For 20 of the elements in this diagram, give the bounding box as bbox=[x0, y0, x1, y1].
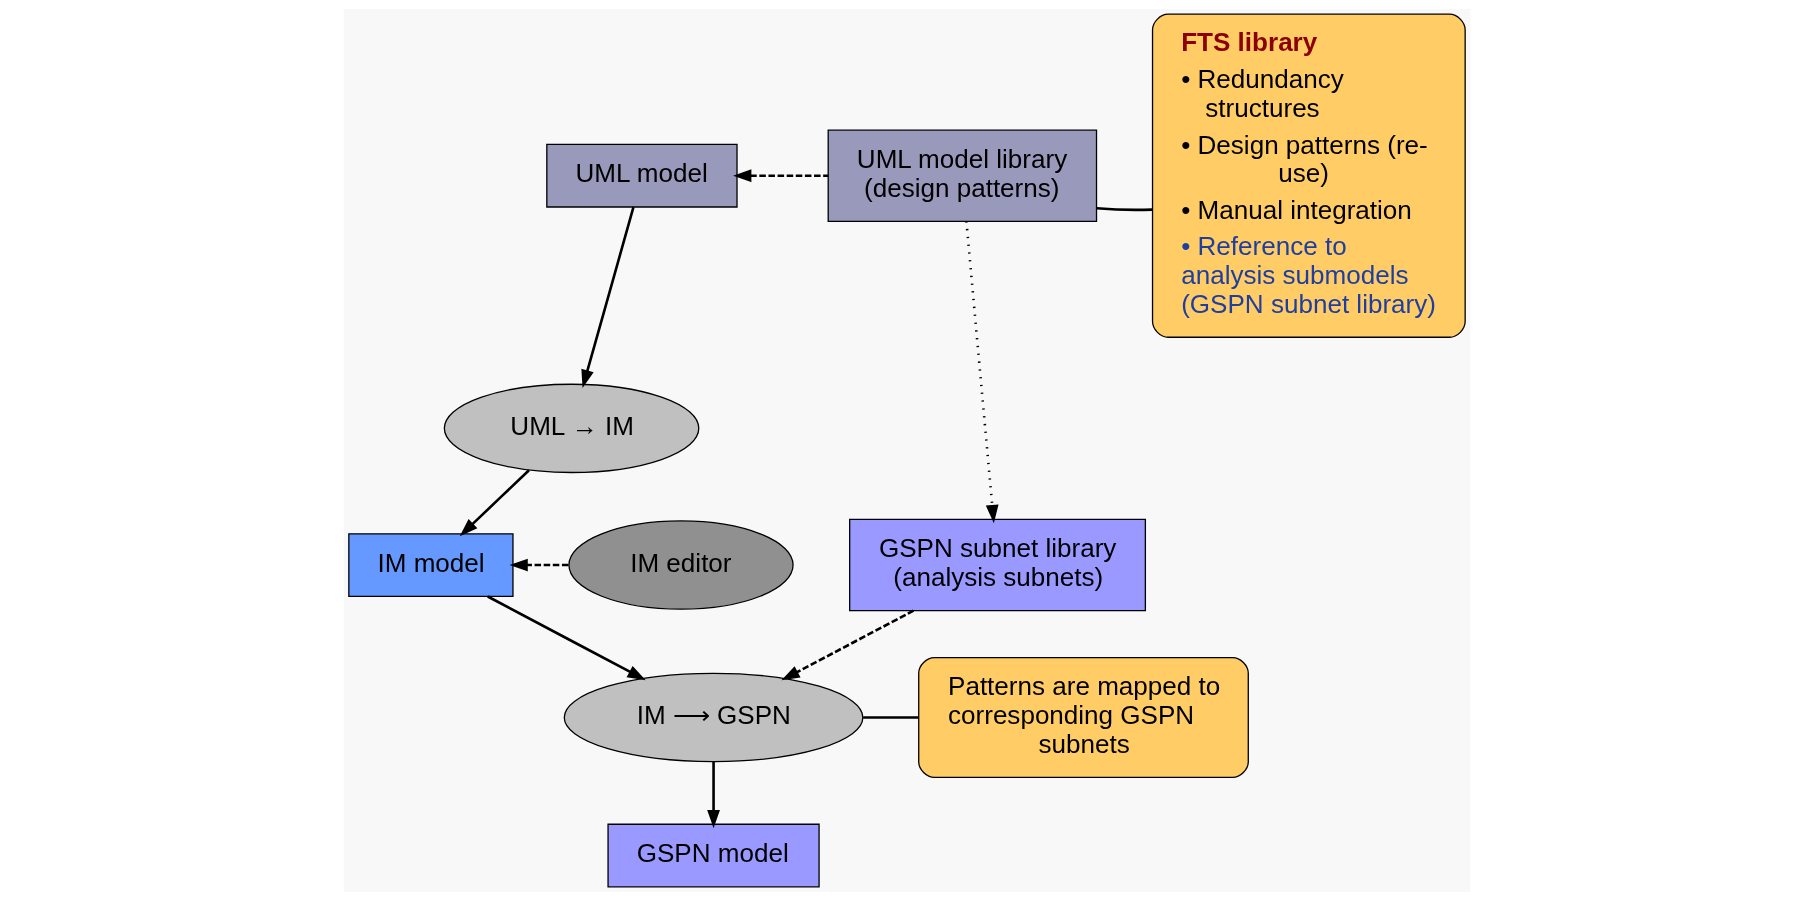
arrow bbox=[965, 220, 999, 523]
node-box: Patterns are mapped to corresponding GSPN subnets bbox=[918, 656, 1249, 778]
node-ellipse: IM editor bbox=[568, 519, 794, 610]
arrow bbox=[509, 558, 569, 571]
node-box: IM model bbox=[348, 532, 514, 597]
connector bbox=[863, 715, 919, 719]
node-ellipse: IM ⟶ GSPN bbox=[563, 672, 864, 762]
node-ellipse: UML → IM bbox=[443, 383, 700, 473]
arrow bbox=[781, 609, 915, 680]
node-box: GSPN model bbox=[607, 823, 820, 887]
arrow bbox=[459, 468, 530, 536]
arrow bbox=[733, 168, 829, 182]
node-box: FTS library • Redundancy structures • Design patterns (re-use) • Manual integration • Reference to analysis submodels (GSPN subnet library) bbox=[1151, 13, 1466, 338]
connector bbox=[1096, 206, 1153, 211]
arrow bbox=[707, 761, 720, 828]
node-box: UML model library (design patterns) bbox=[827, 129, 1098, 222]
arrow bbox=[487, 594, 646, 680]
node-box: GSPN subnet library (analysis subnets) bbox=[849, 518, 1146, 611]
node-box: UML model bbox=[546, 143, 738, 208]
arrow bbox=[581, 206, 635, 388]
